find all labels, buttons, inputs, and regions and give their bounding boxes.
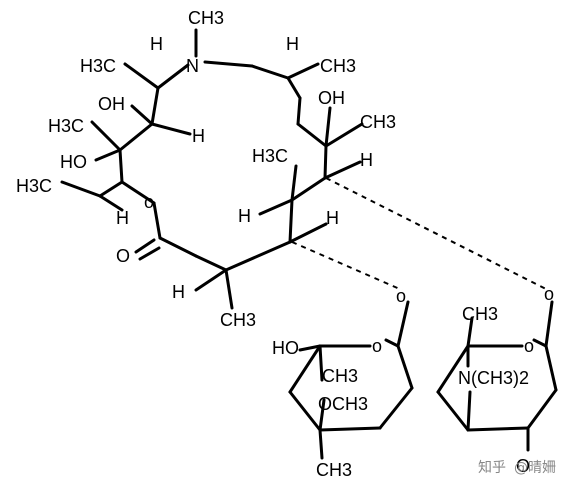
- label-ring-o-desosamine: o: [524, 336, 534, 356]
- label-h-bottom: H: [172, 282, 185, 302]
- label-o-glyco-right: o: [544, 284, 554, 304]
- label-oh-left: OH: [98, 94, 125, 114]
- label-h-top: H: [150, 34, 163, 54]
- desosamine-ring: [436, 300, 558, 452]
- label-o-glyco-left: o: [396, 286, 406, 306]
- label-nme2: N(CH3)2: [458, 368, 529, 388]
- label-n-methyl: CH3: [188, 8, 224, 28]
- label-h-mid: H: [192, 126, 205, 146]
- watermark: 知乎 @晴姍: [478, 459, 556, 476]
- watermark-author: @晴姍: [514, 460, 556, 476]
- label-oh-right: OH: [318, 88, 345, 108]
- label-h-center-right: H: [326, 208, 339, 228]
- atom-labels: CH3 H N H3C H CH3 OH OH H3C H CH3 HO H3C…: [16, 8, 554, 480]
- glycosidic-bonds: [291, 177, 549, 291]
- label-o-ester: o: [144, 192, 154, 212]
- cladinose-ring: [288, 300, 414, 460]
- label-ring-o-cladinose: o: [372, 336, 382, 356]
- label-h3c-top: H3C: [80, 56, 116, 76]
- label-ho-cladinose: HO: [272, 338, 299, 358]
- label-ch3-bottom: CH3: [220, 310, 256, 330]
- label-n: N: [186, 56, 199, 76]
- label-oh-desosamine: O: [516, 456, 530, 476]
- label-h-right-top: H: [286, 34, 299, 54]
- label-h-right-mid: H: [360, 150, 373, 170]
- label-ch3-desosamine: CH3: [462, 304, 498, 324]
- label-ch3-right-top: CH3: [320, 56, 356, 76]
- label-ch3-right-mid: CH3: [360, 112, 396, 132]
- label-h-ethyl: H: [116, 208, 129, 228]
- label-och3: OCH3: [318, 394, 368, 414]
- label-h3c-center: H3C: [252, 146, 288, 166]
- label-ho-left: HO: [60, 152, 87, 172]
- label-h3c-ethyl: H3C: [16, 176, 52, 196]
- macrolide-ring-bonds: [60, 28, 364, 310]
- label-ch3-cladinose: CH3: [322, 366, 358, 386]
- label-ch3-cladinose-bottom: CH3: [316, 460, 352, 480]
- label-h3c-left: H3C: [48, 116, 84, 136]
- label-h-center-left: H: [238, 206, 251, 226]
- watermark-site: 知乎: [478, 459, 506, 476]
- label-o-carbonyl: O: [116, 246, 130, 266]
